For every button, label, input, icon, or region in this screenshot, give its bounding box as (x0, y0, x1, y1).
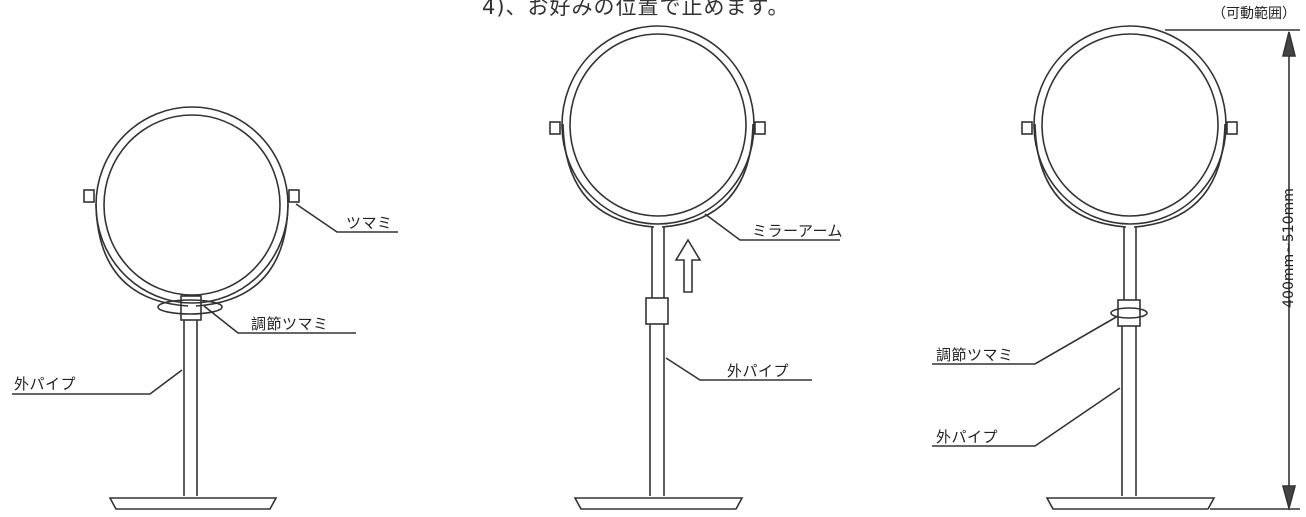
mirror-rim-outer (1033, 25, 1227, 225)
dimension-text: 400mm~510mm (1281, 188, 1297, 308)
base (1045, 497, 1216, 510)
label-adjust-knob: 調節ツマミ (251, 315, 329, 333)
mirror-arm (562, 123, 754, 228)
adjust-knob (1117, 299, 1141, 327)
label-adjust-knob: 調節ツマミ (936, 346, 1014, 364)
knob-left (549, 121, 561, 135)
mirror-arm (95, 203, 289, 307)
dimension-arrow-down-icon (1281, 485, 1297, 512)
mirror-arm (1034, 123, 1226, 228)
adjust-knob (645, 297, 669, 325)
figure-2 (549, 25, 840, 510)
knob-right (1226, 121, 1238, 135)
rotation-arrow (1110, 307, 1148, 319)
leader-outer-pipe (665, 357, 812, 381)
label-outer-pipe: 外パイプ (727, 362, 790, 380)
mirror-rim-inner (569, 33, 747, 217)
mirror-rim-outer (95, 106, 289, 304)
range-label: （可動範囲） (1212, 6, 1296, 22)
dimension-arrow-up-icon (1281, 31, 1297, 57)
rotation-arrow (157, 299, 223, 315)
up-arrow-icon (674, 238, 702, 293)
adjust-knob (180, 295, 202, 321)
label-mirror-arm: ミラーアーム (752, 222, 844, 240)
leader-adjust-knob (203, 305, 356, 334)
leader-knob (295, 203, 398, 233)
leader-outer-pipe (12, 369, 183, 395)
label-knob: ツマミ (346, 214, 393, 232)
figure-1 (12, 106, 398, 510)
knob-left (1021, 121, 1033, 135)
label-outer-pipe: 外パイプ (936, 428, 999, 446)
leader-outer-pipe (932, 387, 1121, 447)
knob-left (83, 189, 95, 203)
base (108, 497, 278, 510)
dimension-label: 400mm~510mm (1269, 188, 1306, 308)
figure-3 (932, 25, 1300, 512)
knob-right (288, 189, 300, 203)
base (573, 497, 744, 510)
mirror-rim-inner (1041, 33, 1219, 217)
mirror-rim-outer (561, 25, 755, 225)
knob-right (754, 121, 766, 135)
leader-adjust-knob (932, 315, 1119, 365)
step-caption: 4)、お好みの位置で止めます。 (482, 0, 790, 19)
leader-mirror-arm (704, 213, 840, 241)
label-outer-pipe: 外パイプ (14, 375, 77, 393)
mirror-rim-inner (103, 114, 281, 296)
